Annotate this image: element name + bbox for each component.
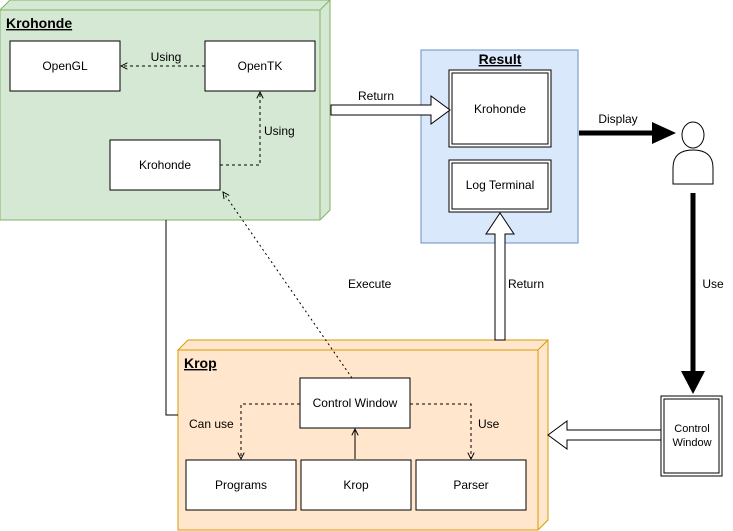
krop-title: Krop	[184, 355, 217, 371]
result-title: Result	[479, 51, 522, 67]
node-krohonde-inner: Krohonde	[109, 139, 221, 191]
edge-using-opengl: Using	[121, 49, 205, 66]
node-parser-label: Parser	[453, 478, 488, 492]
node-control-window-right-label-2: Window	[672, 437, 711, 449]
krohonde-title: Krohonde	[6, 15, 72, 31]
edge-control-to-krop	[547, 420, 662, 450]
node-result-krohonde-label: Krohonde	[474, 102, 526, 116]
edge-return-top: Return	[330, 89, 451, 125]
edge-using-opengl-label: Using	[151, 50, 182, 64]
edge-execute-label: Execute	[348, 277, 392, 291]
edge-using-opentk-label: Using	[264, 124, 295, 138]
edge-return-top-label: Return	[358, 89, 394, 103]
node-control-window-label: Control Window	[313, 396, 398, 410]
node-krohonde-inner-label: Krohonde	[139, 158, 191, 172]
edge-return-mid: Return	[485, 212, 544, 341]
edge-use-right: Use	[681, 193, 728, 394]
node-parser: Parser	[415, 459, 527, 511]
edge-use-bottom: Use	[410, 403, 500, 459]
node-opentk-label: OpenTK	[238, 59, 283, 73]
node-control-window-right-label-1: Control	[674, 423, 709, 435]
edge-using-opentk: Using	[220, 92, 295, 166]
node-result-krohonde: Krohonde	[448, 69, 552, 148]
edge-use-bottom-label: Use	[478, 417, 500, 431]
node-programs: Programs	[185, 459, 297, 511]
node-log-terminal-label: Log Terminal	[466, 178, 534, 192]
edge-can-use: Can use	[189, 403, 300, 459]
node-control-window: Control Window	[299, 377, 411, 429]
edge-display-label: Display	[598, 112, 637, 126]
node-control-window-right: Control Window	[660, 395, 723, 477]
node-opentk: OpenTK	[204, 40, 316, 92]
node-opengl: OpenGL	[9, 40, 121, 92]
node-krop-inner: Krop	[300, 459, 412, 511]
edge-display: Display	[579, 112, 676, 144]
node-opengl-label: OpenGL	[42, 59, 88, 73]
node-programs-label: Programs	[215, 478, 267, 492]
edge-use-right-label: Use	[702, 277, 724, 291]
node-log-terminal: Log Terminal	[448, 159, 552, 213]
edge-return-mid-label: Return	[508, 277, 544, 291]
edge-execute: Execute	[223, 192, 392, 379]
edge-can-use-label: Can use	[189, 417, 234, 431]
edge-krohonde-krop-link	[165, 220, 178, 416]
user-icon	[672, 121, 714, 185]
node-krop-inner-label: Krop	[343, 478, 369, 492]
